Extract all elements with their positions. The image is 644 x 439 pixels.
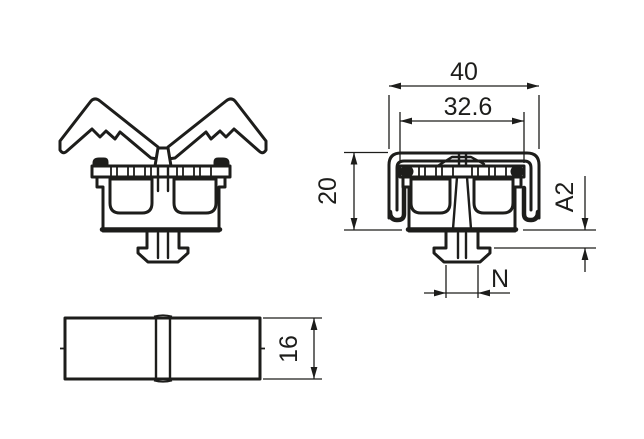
top-view-outline [63, 316, 262, 381]
right-ear [213, 157, 230, 167]
top-view [60, 314, 265, 383]
left-ear [92, 157, 109, 167]
pocket-left [108, 177, 154, 215]
side-section-view [387, 151, 541, 264]
ext-lines-a2 [494, 229, 596, 249]
dim-label-32-6: 32.6 [444, 93, 493, 121]
foot-section [432, 229, 492, 264]
center-stem [153, 146, 173, 168]
center-pin-lines [156, 164, 170, 193]
ext-lines-40 [388, 95, 540, 149]
pocket-right-section [472, 177, 515, 215]
cap-ceiling-detail [434, 155, 486, 169]
cap-hook-left [387, 185, 407, 223]
dim-label-40: 40 [450, 58, 478, 86]
rail-hatch-ticks [110, 166, 212, 177]
serrated-rail [90, 164, 232, 179]
foot-slot [156, 231, 170, 260]
dimension-depth: 16 [263, 317, 322, 380]
dimension-foot-width: N [424, 265, 510, 298]
seal-bulb-right [510, 165, 524, 178]
left-wing [58, 97, 160, 161]
dimension-inner-width: 32.6 [399, 93, 525, 163]
arrow-right-32-6 [512, 117, 524, 125]
parting-bump [153, 314, 173, 383]
seal-bulb-left [400, 165, 414, 178]
dim-label-16: 16 [275, 335, 303, 363]
foot [136, 229, 190, 264]
pocket-left-section [409, 177, 452, 215]
split-pin-legs [451, 175, 473, 231]
arrow-top-16 [310, 318, 318, 330]
rail-hatch-ticks-section [418, 166, 507, 177]
arrow-top-20 [350, 152, 358, 165]
dim-label-20: 20 [314, 177, 342, 205]
arrow-left-n [434, 289, 446, 297]
pocket-right [172, 177, 218, 215]
cap-inner [395, 159, 533, 212]
dim-label-a2: A2 [551, 182, 579, 213]
arrow-left-32-6 [400, 117, 412, 125]
arrow-right-n [478, 289, 490, 297]
arrow-bottom-20 [350, 218, 358, 230]
arrow-down-a2 [581, 218, 589, 230]
arrow-right-40 [527, 82, 539, 90]
cap-hook-right [521, 185, 541, 223]
dimension-outer-width: 40 [388, 58, 540, 149]
foot-slot-section [456, 231, 468, 260]
arrow-bottom-16 [310, 367, 318, 379]
right-wing [166, 97, 268, 161]
front-view [58, 97, 268, 264]
dimension-height: 20 [314, 151, 402, 231]
dim-label-n: N [491, 265, 509, 293]
ext-lines-16 [263, 317, 322, 380]
arrow-up-a2 [581, 248, 589, 260]
arrow-left-40 [389, 82, 401, 90]
parting-lines [154, 316, 172, 381]
dimension-clamp-range: A2 [494, 176, 596, 272]
